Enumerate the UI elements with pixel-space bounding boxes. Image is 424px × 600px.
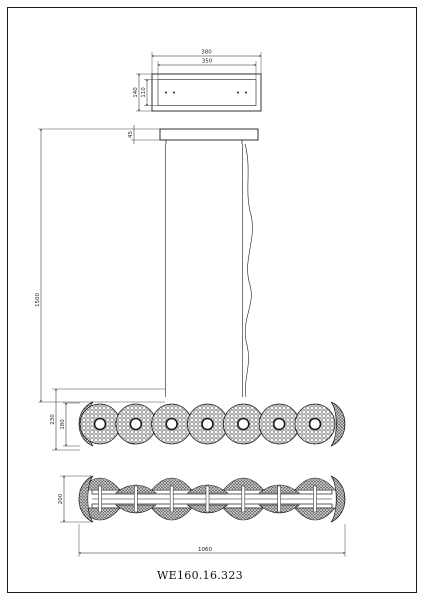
dim-length: 1060 — [198, 547, 212, 553]
plan-end-left — [78, 475, 94, 523]
dim-outer-width: 380 — [201, 50, 212, 56]
plan-shade — [114, 484, 157, 514]
crystal-disc — [151, 403, 193, 445]
sheet-border — [7, 7, 417, 593]
plan-shade — [186, 484, 229, 514]
dim-canopy-height: 45 — [128, 131, 134, 138]
plan-view — [78, 475, 346, 523]
dim-body-height: 230 — [50, 414, 56, 425]
crystal-disc — [258, 403, 300, 445]
dim-disc-height: 180 — [60, 419, 66, 430]
plan-shade — [222, 477, 264, 521]
plan-shades — [79, 477, 336, 521]
plan-shade — [294, 477, 336, 521]
crystal-disc — [79, 403, 121, 445]
dim-drop-height: 1500 — [35, 293, 41, 307]
dim-depth: 200 — [58, 493, 64, 504]
crystal-disc — [187, 403, 228, 445]
dim-outer-height: 140 — [133, 87, 139, 98]
model-code: WE160.16.323 — [157, 569, 243, 582]
dim-inner-width: 350 — [202, 59, 213, 65]
plan-shade — [258, 484, 301, 514]
crystal-disc — [294, 403, 336, 445]
crystal-disc — [222, 403, 264, 445]
canopy-side — [159, 128, 259, 141]
dim-inner-height: 110 — [141, 87, 147, 98]
crystal-disc — [115, 403, 157, 445]
elevation-discs — [79, 403, 336, 445]
power-cord — [244, 143, 253, 398]
end-crescent-right — [330, 401, 346, 447]
plan-end-right — [330, 475, 346, 523]
